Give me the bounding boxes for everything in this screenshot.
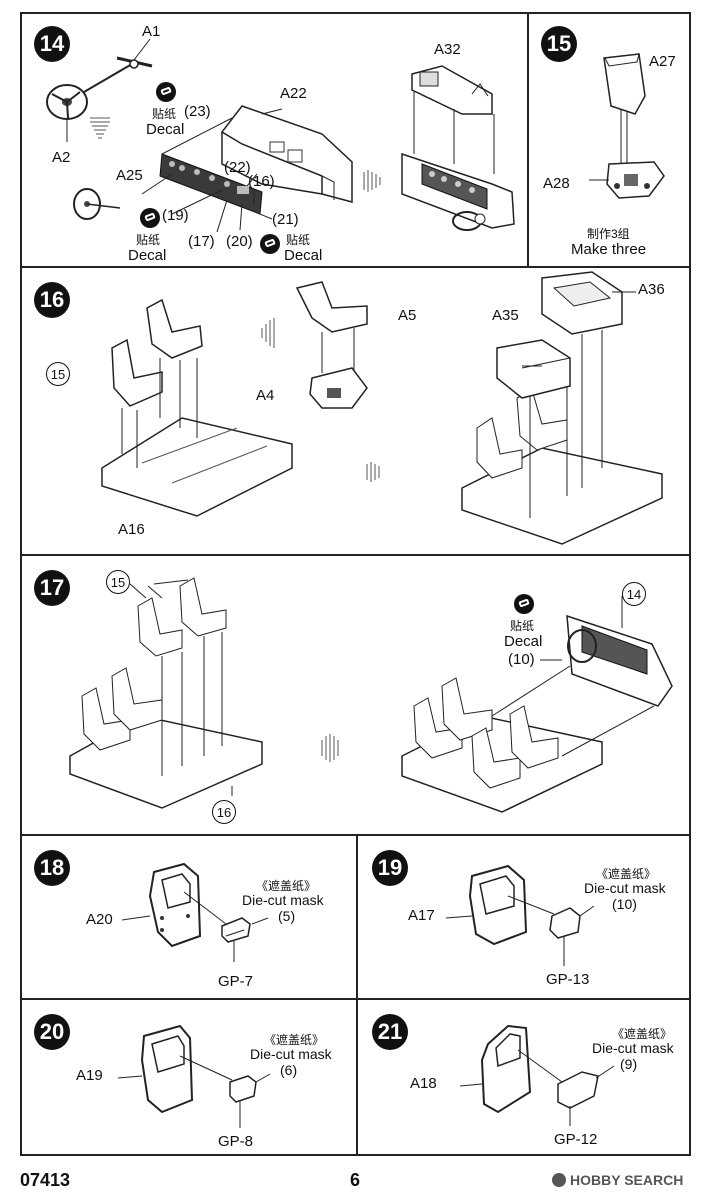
mask-ref: (9) [620,1056,638,1072]
decal-ref-19: (19) [162,207,189,224]
step-19-number: 19 [372,850,408,886]
decal-ref-16: (16) [248,173,275,190]
label-a1: A1 [142,23,161,40]
label-a22: A22 [280,85,307,102]
decal-icon [156,82,176,102]
page-number: 6 [350,1170,361,1190]
step-20-number: 20 [34,1014,70,1050]
mask-en-label: Die-cut mask [584,880,666,896]
mask-en-label: Die-cut mask [250,1046,332,1062]
step-14-number: 14 [34,26,70,62]
ref-step-15: 15 [46,362,70,386]
label-a32: A32 [434,41,461,58]
mask-cn-label: 《遮盖纸》 [256,879,317,893]
step-17-panel: 17 [20,554,691,836]
mask-cn-label: 《遮盖纸》 [264,1033,325,1047]
decal-ref-22: (22) [224,159,251,176]
label-a16: A16 [118,521,145,538]
decal-en-label: Decal [504,633,543,650]
decal-cn-label: 贴纸 [286,233,311,247]
decal-icon [260,234,280,254]
decal-cn-label: 贴纸 [152,107,177,121]
label-a36: A36 [638,281,665,298]
decal-ref-17: (17) [188,233,215,250]
step-21-drawing [459,1024,615,1126]
ref-step-14: 14 [622,582,646,606]
mask-en-label: Die-cut mask [242,892,324,908]
step-20-drawing [117,1024,271,1128]
gp-label: GP-7 [218,973,254,990]
mask-en-label: Die-cut mask [592,1040,674,1056]
step-21-panel: 21 A18 《遮盖纸》 Die-cut mask (9) GP-12 [356,998,691,1156]
mask-ref: (6) [280,1062,298,1078]
ref-step-15: 15 [106,570,130,594]
part-label: A17 [408,907,435,924]
decal-ref-10: (10) [508,651,535,668]
label-a25: A25 [116,167,143,184]
step-19-drawing [445,864,595,966]
step-18-panel: 18 A20 《遮盖纸》 Die-cut mask (5) GP-7 [20,834,358,1000]
part-label: A18 [410,1075,437,1092]
step-21-number: 21 [372,1014,408,1050]
step-18-number: 18 [34,850,70,886]
gp-label: GP-13 [546,971,590,988]
step-16-drawing [101,271,663,545]
label-a35: A35 [492,307,519,324]
label-a5: A5 [398,307,417,324]
make-three-en: Make three [571,241,647,258]
step-17-number: 17 [34,570,70,606]
decal-cn-label: 贴纸 [510,619,535,633]
label-a27: A27 [649,53,676,70]
decal-ref-20: (20) [226,233,253,250]
step-18-drawing [121,862,269,962]
watermark: HOBBY SEARCH [552,1172,683,1188]
step-15-drawing [589,53,665,199]
step-17-drawing [69,577,673,813]
mask-ref: (10) [612,896,637,912]
watermark-logo-icon [552,1173,566,1187]
step-15-panel: 15 A27 A28 制作3组 Make three [527,12,691,268]
watermark-text: HOBBY SEARCH [570,1172,684,1188]
mask-cn-label: 《遮盖纸》 [596,867,657,881]
decal-ref-23: (23) [184,103,211,120]
step-16-panel: 16 [20,266,691,556]
gp-label: GP-12 [554,1131,598,1148]
ref-step-16: 16 [212,800,236,824]
decal-icon [140,208,160,228]
label-a4: A4 [256,387,275,404]
decal-en-label: Decal [146,121,185,138]
step-19-panel: 19 A17 《遮盖纸》 Die-cut mask (10) GP-13 [356,834,691,1000]
mask-cn-label: 《遮盖纸》 [612,1027,673,1041]
mask-ref: (5) [278,908,296,924]
decal-ref-21: (21) [272,211,299,228]
make-three-cn: 制作3组 [587,227,630,241]
gp-label: GP-8 [218,1133,254,1150]
part-label: A19 [76,1067,103,1084]
step-14-drawing [46,38,515,233]
part-label: A20 [86,911,113,928]
step-20-panel: 20 A19 《遮盖纸》 Die-cut mask (6) GP-8 [20,998,358,1156]
decal-cn-label: 贴纸 [136,233,161,247]
decal-en-label: Decal [128,247,167,264]
label-a28: A28 [543,175,570,192]
step-16-number: 16 [34,282,70,318]
decal-en-label: Decal [284,247,323,264]
product-code: 07413 [20,1170,71,1190]
label-a2: A2 [52,149,71,166]
step-15-number: 15 [541,26,577,62]
decal-icon [514,594,534,614]
step-14-panel: 14 [20,12,529,268]
